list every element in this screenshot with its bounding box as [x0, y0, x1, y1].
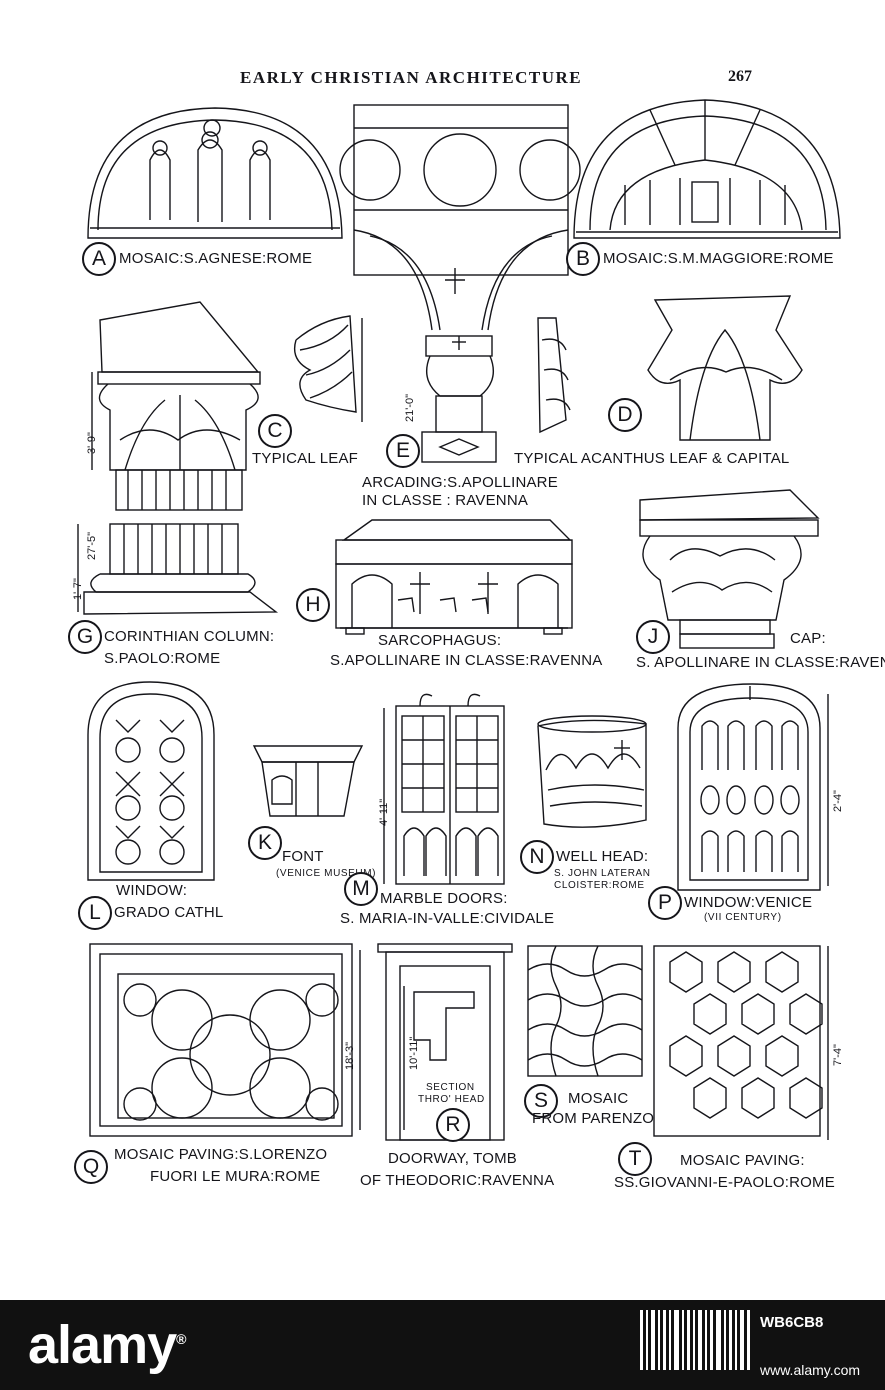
drawing-j-capital — [639, 489, 820, 649]
drawing-m-doors — [383, 693, 505, 885]
drawing-p-window — [677, 683, 829, 891]
stock-footer: alamy® WB6CB8 www.alamy.com — [0, 1300, 885, 1390]
caption-m-line-2: S. MARIA-IN-VALLE:CIVIDALE — [340, 910, 555, 927]
line-drawings — [77, 99, 841, 1141]
drawing-g-corinthian-column — [77, 301, 279, 615]
drawing-e-arcading — [339, 104, 581, 463]
caption-e-line-1: ARCADING:S.APOLLINARE — [362, 474, 558, 491]
dimension-g-capital: 3'-9" — [86, 432, 98, 454]
brand-logo: alamy® — [28, 1314, 186, 1376]
drawing-c-leaf — [293, 315, 363, 422]
marker-s: S — [524, 1084, 558, 1118]
marker-j: J — [636, 620, 670, 654]
dimension-e-height: 21'-0" — [404, 393, 416, 422]
book-page: EARLY CHRISTIAN ARCHITECTURE 267 — [68, 68, 885, 1191]
caption-t-line-1: MOSAIC PAVING: — [680, 1152, 805, 1169]
caption-a: MOSAIC:S.AGNESE:ROME — [119, 250, 313, 267]
caption-h-line-2: S.APOLLINARE IN CLASSE:RAVENNA — [330, 652, 603, 669]
marker-p: P — [648, 886, 682, 920]
marker-t: T — [618, 1142, 652, 1176]
marker-q: Q — [74, 1150, 108, 1184]
caption-p-line-2: (VII CENTURY) — [704, 912, 782, 923]
caption-s-line-2: FROM PARENZO — [532, 1110, 655, 1127]
caption-h-line-1: SARCOPHAGUS: — [378, 632, 502, 649]
caption-q-line-2: FUORI LE MURA:ROME — [150, 1168, 321, 1185]
caption-g-line-1: CORINTHIAN COLUMN: — [104, 628, 275, 645]
site-url: www.alamy.com — [760, 1362, 861, 1378]
dimension-g-base: 1'-7" — [72, 578, 84, 600]
caption-r-section-2: THRO' HEAD — [418, 1094, 485, 1105]
caption-n-line-2: S. JOHN LATERAN — [554, 868, 651, 879]
image-id: WB6CB8 — [760, 1314, 824, 1331]
drawing-q-paving — [89, 943, 361, 1137]
caption-n-line-1: WELL HEAD: — [556, 848, 649, 865]
marker-l: L — [78, 896, 112, 930]
dimension-t-height: 7'-4" — [832, 1044, 844, 1066]
caption-b: MOSAIC:S.M.MAGGIORE:ROME — [603, 250, 834, 267]
marker-d: D — [608, 398, 642, 432]
caption-r-section-1: SECTION — [426, 1082, 475, 1093]
drawing-n-well-head — [537, 715, 647, 828]
caption-j-line-2: S. APOLLINARE IN CLASSE:RAVENNA — [636, 654, 885, 671]
caption-l-line-2: GRADO CATHL — [114, 904, 224, 921]
marker-g: G — [68, 620, 102, 654]
drawing-a-mosaic — [87, 107, 343, 239]
caption-k-line-1: FONT — [282, 848, 324, 865]
caption-l-line-1: WINDOW: — [116, 882, 188, 899]
dimension-m-height: 4'-11" — [378, 798, 390, 826]
marker-a: A — [82, 242, 116, 276]
drawing-d-capital — [537, 295, 803, 441]
caption-d: TYPICAL ACANTHUS LEAF & CAPITAL — [514, 450, 790, 467]
caption-k-line-2: (VENICE MUSEUM) — [276, 868, 377, 879]
marker-n: N — [520, 840, 554, 874]
marker-h: H — [296, 588, 330, 622]
caption-s-line-1: MOSAIC — [568, 1090, 629, 1107]
brand-trademark-icon: ® — [176, 1331, 186, 1347]
dimension-p-height: 2'-4" — [832, 790, 844, 812]
caption-g-line-2: S.PAOLO:ROME — [104, 650, 221, 667]
caption-j-line-1: CAP: — [790, 630, 826, 647]
caption-t-line-2: SS.GIOVANNI-E-PAOLO:ROME — [614, 1174, 835, 1191]
marker-e: E — [386, 434, 420, 468]
caption-p-line-1: WINDOW:VENICE — [684, 894, 813, 911]
caption-m-line-1: MARBLE DOORS: — [380, 890, 508, 907]
caption-r-line-1: DOORWAY, TOMB — [388, 1150, 518, 1167]
marker-m: M — [344, 872, 378, 906]
drawing-t-paving — [653, 945, 829, 1140]
caption-n-line-3: CLOISTER:ROME — [554, 880, 645, 891]
marker-r: R — [436, 1108, 470, 1142]
page-number: 267 — [728, 68, 752, 85]
dimension-r-height: 10'-11" — [408, 1036, 420, 1070]
barcode-icon — [640, 1310, 750, 1370]
marker-b: B — [566, 242, 600, 276]
drawing-b-mosaic — [573, 99, 841, 239]
page-title: EARLY CHRISTIAN ARCHITECTURE — [240, 68, 583, 87]
drawing-l-window — [87, 681, 215, 881]
drawing-k-font — [252, 745, 364, 817]
caption-c: TYPICAL LEAF — [252, 450, 359, 467]
drawing-s-mosaic — [527, 945, 643, 1077]
marker-k: K — [248, 826, 282, 860]
dimension-q-height: 18'-3" — [344, 1041, 356, 1070]
caption-r-line-2: OF THEODORIC:RAVENNA — [360, 1172, 555, 1189]
caption-q-line-1: MOSAIC PAVING:S.LORENZO — [114, 1146, 328, 1163]
drawing-h-sarcophagus — [335, 519, 573, 635]
marker-c: C — [258, 414, 292, 448]
caption-e-line-2: IN CLASSE : RAVENNA — [362, 492, 529, 509]
dimension-g-shaft: 27'-5" — [86, 531, 98, 560]
brand-name: alamy — [28, 1315, 177, 1375]
